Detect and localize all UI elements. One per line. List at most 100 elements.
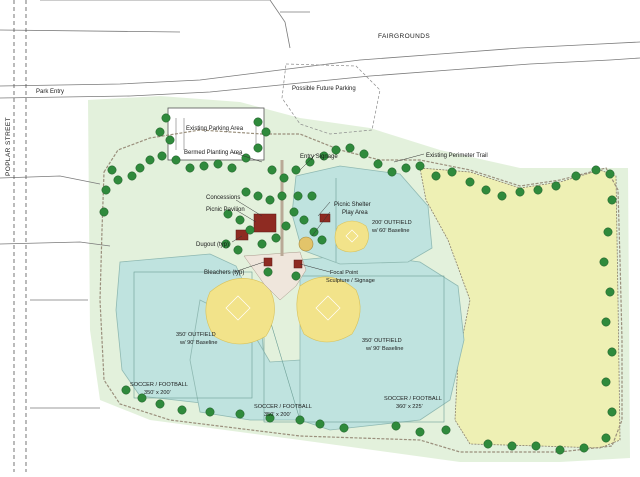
tree [265, 413, 275, 423]
fairgrounds-label: FAIRGROUNDS [378, 33, 430, 40]
tree [387, 167, 397, 177]
tree [121, 385, 131, 395]
poplar-street-line [13, 0, 27, 472]
tree [293, 191, 303, 201]
base-diamonds [225, 229, 359, 321]
tree [345, 143, 355, 153]
tree [465, 177, 475, 187]
tree [515, 187, 525, 197]
tree [571, 171, 581, 181]
central-plaza [243, 251, 307, 301]
tree [253, 117, 263, 127]
tree [253, 191, 263, 201]
tree [277, 191, 287, 201]
soccer-mid-line1: SOCCER / FOOTBALL [254, 404, 312, 410]
field-lines [133, 178, 445, 423]
tree [291, 271, 301, 281]
tree [599, 257, 609, 267]
turf-field-north [291, 165, 433, 265]
tree [607, 347, 617, 357]
tree [99, 207, 109, 217]
bermed-planting-label: Bermed Planting Area [184, 150, 243, 156]
future-parking-label: Possible Future Parking [292, 86, 356, 92]
tree [305, 157, 315, 167]
meadow-area [419, 167, 621, 449]
soccer-left-line2: 350' x 200' [144, 390, 171, 396]
play-area-mark [298, 236, 314, 252]
tree [171, 155, 181, 165]
tree [497, 191, 507, 201]
tree [135, 163, 145, 173]
tree [359, 149, 369, 159]
tree [257, 239, 267, 249]
tree [289, 207, 299, 217]
entry-signage-label: Entry Signage [300, 154, 338, 160]
tree [601, 433, 611, 443]
leader-lines [231, 151, 425, 273]
tree [263, 267, 273, 277]
tree [579, 443, 589, 453]
focal-point-line2: Sculpture / Signage [326, 278, 375, 284]
tree [507, 441, 517, 451]
tree [227, 163, 237, 173]
tree [199, 161, 209, 171]
tree [331, 145, 341, 155]
outfield-350-right-line2: w/ 90' Baseline [365, 346, 403, 352]
tree [241, 153, 251, 163]
infield-right [296, 276, 361, 343]
tree [281, 221, 291, 231]
tree [373, 159, 383, 169]
tree [415, 427, 425, 437]
tree [177, 405, 187, 415]
tree [603, 227, 613, 237]
tree [267, 165, 277, 175]
tree [271, 233, 281, 243]
tree [607, 195, 617, 205]
tree [307, 191, 317, 201]
tree [223, 209, 233, 219]
tree [299, 215, 309, 225]
tree [483, 439, 493, 449]
perimeter-trail-label: Existing Perimeter Trail [426, 153, 488, 159]
existing-parking-area [167, 107, 265, 161]
tree [221, 239, 231, 249]
tree [127, 171, 137, 181]
tree [233, 245, 243, 255]
outfield-350-left-line1: 350' OUTFIELD [176, 332, 216, 338]
tree [291, 165, 301, 175]
future-parking-outline [281, 63, 381, 135]
tree [309, 227, 319, 237]
picnic-shelter-label: Picnic Shelter [334, 202, 371, 208]
poplar-street-label: POPLAR STREET [5, 117, 12, 176]
tree [317, 235, 327, 245]
focal-point-line1: Focal Point [330, 270, 358, 276]
tree [279, 173, 289, 183]
soccer-right-line1: SOCCER / FOOTBALL [384, 396, 442, 402]
outfield-350-left-line2: w/ 90' Baseline [179, 340, 217, 346]
tree [531, 441, 541, 451]
picnic-pavilion-label: Picnic Pavilion [206, 207, 245, 213]
tree [155, 127, 165, 137]
park-entry-label: Park Entry [36, 89, 64, 95]
tree [605, 169, 615, 179]
play-area-label: Play Area [342, 210, 368, 216]
road-lines [0, 0, 640, 409]
tree [235, 215, 245, 225]
tree [205, 407, 215, 417]
tree [245, 225, 255, 235]
soccer-left-line1: SOCCER / FOOTBALL [130, 382, 188, 388]
tree [447, 167, 457, 177]
tree [241, 187, 251, 197]
tree-canopy [99, 113, 617, 455]
tree [601, 377, 611, 387]
tree [481, 185, 491, 195]
bleachers-label: Bleachers (typ) [204, 270, 244, 276]
tree [157, 151, 167, 161]
concessions-label: Concessions [206, 195, 240, 201]
tree [605, 287, 615, 297]
tree [155, 399, 165, 409]
tree [339, 423, 349, 433]
tree [601, 317, 611, 327]
infield-north [334, 220, 369, 253]
